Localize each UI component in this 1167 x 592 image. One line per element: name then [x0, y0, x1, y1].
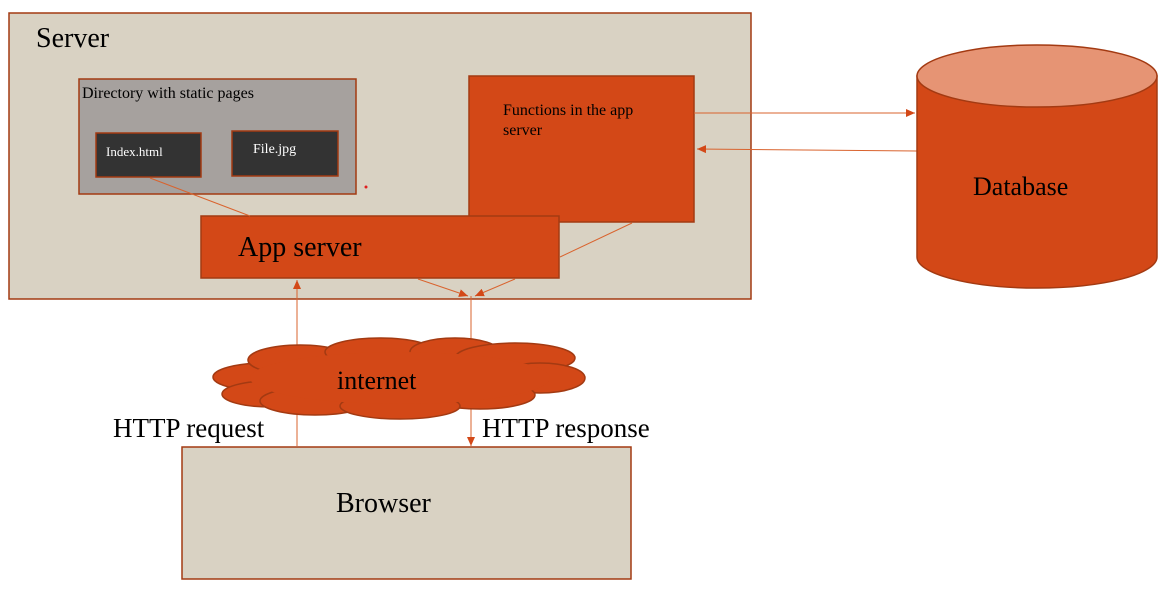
file-jpg-label: File.jpg — [253, 142, 297, 157]
http-response-label: HTTP response — [482, 413, 650, 443]
http-request-label: HTTP request — [113, 413, 265, 443]
functions-box — [468, 75, 695, 223]
database-to-functions-arrow — [696, 145, 918, 154]
static-directory-title: Directory with static pages — [82, 85, 254, 102]
database-label: Database — [973, 172, 1069, 201]
app-server-label: App server — [238, 232, 362, 263]
browser-box — [181, 446, 632, 580]
database-cylinder — [916, 44, 1158, 289]
file-jpg-file — [231, 130, 339, 177]
functions-to-appserver-line — [559, 222, 633, 258]
appserver-to-response-arrow — [417, 278, 469, 297]
internet-label: internet — [337, 366, 417, 395]
app-server-box — [200, 215, 560, 279]
index-html-label: Index.html — [106, 144, 163, 159]
functions-label: Functions in the app server — [503, 102, 634, 139]
internet-cloud — [212, 337, 586, 420]
red-dot-mark — [364, 185, 368, 189]
index-to-appserver-line — [149, 177, 251, 217]
response-join-arrow — [474, 278, 516, 297]
index-html-file — [95, 132, 202, 178]
server-title: Server — [36, 23, 110, 54]
browser-label: Browser — [336, 488, 431, 519]
